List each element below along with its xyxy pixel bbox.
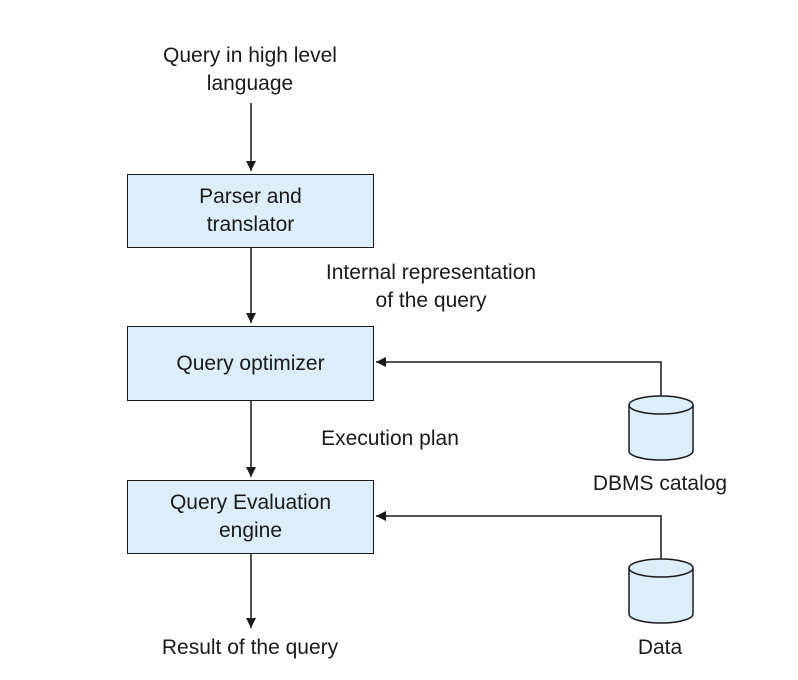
execution-plan-line-1: Execution plan: [321, 427, 459, 450]
parser-box-line-2: translator: [206, 213, 295, 236]
query-result-label: Result of the query: [130, 634, 370, 662]
data-database-icon: [628, 558, 694, 624]
input-query-label: Query in high level language: [150, 42, 350, 98]
query-result-line-1: Result of the query: [161, 636, 339, 659]
optimizer-box-line-1: Query optimizer: [176, 351, 325, 375]
engine-box-line-2: engine: [218, 519, 283, 542]
dbms-catalog-database-icon: [628, 395, 694, 461]
data-store-label: Data: [600, 634, 720, 662]
input-query-label-line-1: Query in high level: [163, 44, 337, 67]
execution-plan-label: Execution plan: [300, 425, 480, 453]
arrow-catalog-to-optimizer: [376, 357, 662, 401]
internal-representation-label: Internal representation of the query: [300, 259, 562, 315]
dbms-catalog-line-1: DBMS catalog: [592, 472, 728, 495]
input-query-label-line-2: language: [206, 72, 294, 95]
parser-and-translator-box: Parser and translator: [127, 174, 374, 248]
internal-representation-line-1: Internal representation: [325, 261, 537, 284]
engine-box-line-1: Query Evaluation: [169, 491, 332, 514]
data-store-line-1: Data: [637, 636, 683, 659]
parser-box-line-1: Parser and: [199, 185, 302, 208]
internal-representation-line-2: of the query: [375, 289, 487, 312]
dbms-catalog-label: DBMS catalog: [580, 470, 740, 498]
arrow-data-to-engine: [376, 511, 662, 564]
query-evaluation-engine-box: Query Evaluation engine: [127, 480, 374, 554]
query-optimizer-box: Query optimizer: [127, 326, 374, 401]
